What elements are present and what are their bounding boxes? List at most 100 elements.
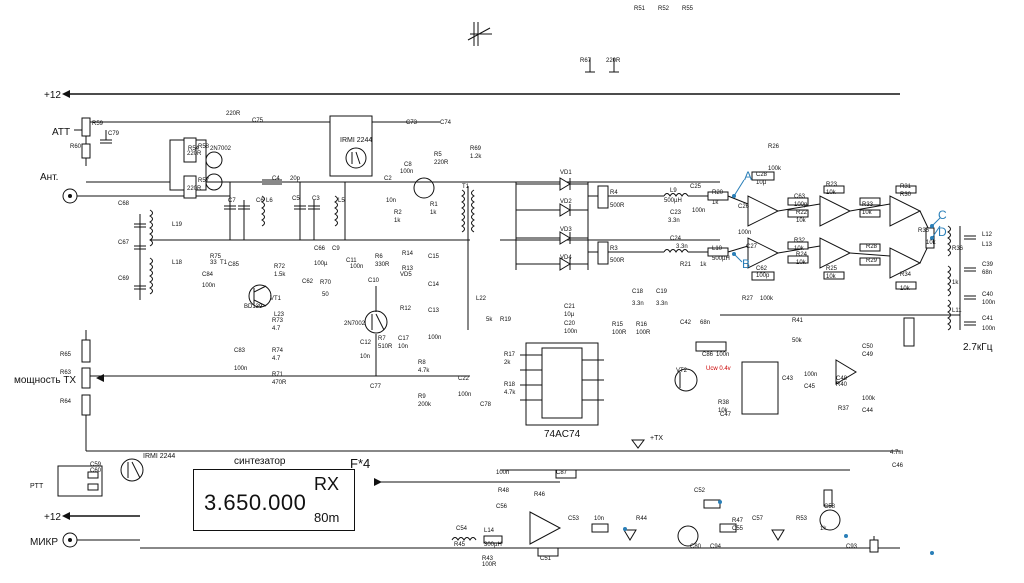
test-point-a	[732, 179, 745, 198]
vt1-part-label: BD139	[244, 304, 263, 310]
component-label: C94	[710, 544, 722, 550]
component-label: R48	[498, 488, 510, 494]
synthesizer-mode: RX	[314, 474, 340, 494]
component-label: 1k	[430, 210, 437, 216]
component-label: L9	[670, 188, 677, 194]
component-label: L12	[982, 232, 993, 238]
component-label: C20	[564, 321, 576, 327]
component-label: R16	[636, 322, 648, 328]
component-label: C55	[732, 526, 744, 532]
component-label: R23	[826, 182, 838, 188]
component-label: R75	[210, 254, 222, 260]
component-label: R2	[394, 210, 402, 216]
component-label: C93	[846, 544, 858, 550]
tx-diode	[631, 439, 645, 449]
mosfet-mixer	[413, 177, 435, 199]
component-label: 100n	[202, 283, 215, 289]
component-label: C56	[496, 504, 508, 510]
component-label: 1k	[820, 526, 827, 532]
component-label: C50	[862, 344, 874, 350]
component-label: 220R	[187, 151, 202, 157]
mic-transistor-2	[819, 509, 841, 531]
component-label: C22	[458, 376, 470, 382]
mic-label: МИКР	[30, 537, 58, 548]
component-label: R55	[682, 6, 694, 12]
mic-diode-2	[771, 529, 785, 541]
component-label: R37	[838, 406, 850, 412]
component-label: R21	[680, 262, 692, 268]
component-label: R46	[534, 492, 546, 498]
plus12-top-label: +12	[44, 90, 61, 101]
component-label: R69	[470, 146, 482, 152]
component-label: C75	[252, 118, 264, 124]
component-label: R36	[952, 246, 964, 252]
component-label: 10k	[718, 408, 729, 414]
component-label: R15	[612, 322, 624, 328]
component-label: C85	[228, 262, 240, 268]
component-label: 33	[210, 260, 217, 266]
audio-amp-ic	[674, 317, 915, 415]
component-label: 1.2k	[470, 154, 482, 160]
component-label: C51	[540, 556, 552, 562]
opamp-6	[889, 247, 922, 279]
component-label: 100R	[636, 330, 651, 336]
component-label: 100R	[612, 330, 627, 336]
component-label: R31	[900, 184, 912, 190]
component-label: VD3	[560, 227, 572, 233]
component-label: C40	[982, 292, 994, 298]
component-label: 100n	[982, 300, 995, 306]
component-label: C25	[690, 184, 702, 190]
component-label: C74	[440, 120, 452, 126]
vt2-label: VT2	[676, 368, 688, 374]
component-label: C83	[234, 348, 246, 354]
mosfet-amp-mid	[364, 286, 388, 376]
component-label: 10k	[926, 240, 937, 246]
component-label: R26	[768, 144, 780, 150]
component-label: 100n	[564, 329, 577, 335]
component-label: 300µH	[484, 542, 502, 548]
component-label: C52	[694, 488, 706, 494]
component-label: 4.7k	[418, 368, 430, 374]
opamp-4	[819, 237, 852, 269]
ucw-note: Ucw 0.4v	[706, 366, 731, 372]
component-label: 100n	[350, 264, 363, 270]
component-label: 470R	[272, 380, 287, 386]
component-label: 3.3n	[668, 218, 680, 224]
tx-power-label: мощность TX	[14, 375, 76, 386]
component-label: C77	[370, 384, 382, 390]
choke-l9	[663, 193, 689, 197]
diode-ring-mixer	[515, 177, 609, 271]
component-label: L6	[266, 198, 273, 204]
rf-input-coils	[134, 209, 153, 300]
component-label: 10n	[594, 516, 604, 522]
test-point-c	[930, 217, 941, 228]
component-label: C3	[312, 196, 320, 202]
component-label: R30	[900, 192, 912, 198]
mosfet-switch-att	[169, 137, 223, 199]
component-label: R47	[732, 518, 744, 524]
component-label: R72	[274, 264, 286, 270]
component-label: R51	[634, 6, 646, 12]
component-label: 100n	[982, 326, 995, 332]
component-label: 68n	[700, 320, 710, 326]
component-label: T1	[462, 184, 470, 190]
component-label: R58	[198, 144, 210, 150]
component-label: VD4	[560, 255, 572, 261]
component-label: R63	[60, 370, 72, 376]
component-label: C11	[346, 258, 357, 264]
att-label: ATT	[52, 127, 70, 138]
component-label: L23	[274, 312, 285, 318]
component-label: R1	[430, 202, 438, 208]
component-label: C45	[804, 384, 816, 390]
component-label: 2k	[504, 360, 511, 366]
component-label: VD5	[400, 272, 412, 278]
component-label: 100n	[234, 366, 247, 372]
component-label: C15	[428, 254, 440, 260]
component-label: 100n	[716, 352, 729, 358]
component-label: R4	[610, 190, 618, 196]
synthesizer-display: синтезатор 3.650.000 RX 80m	[193, 456, 355, 531]
component-label: 4.7	[272, 356, 281, 362]
component-label: R40	[836, 382, 848, 388]
